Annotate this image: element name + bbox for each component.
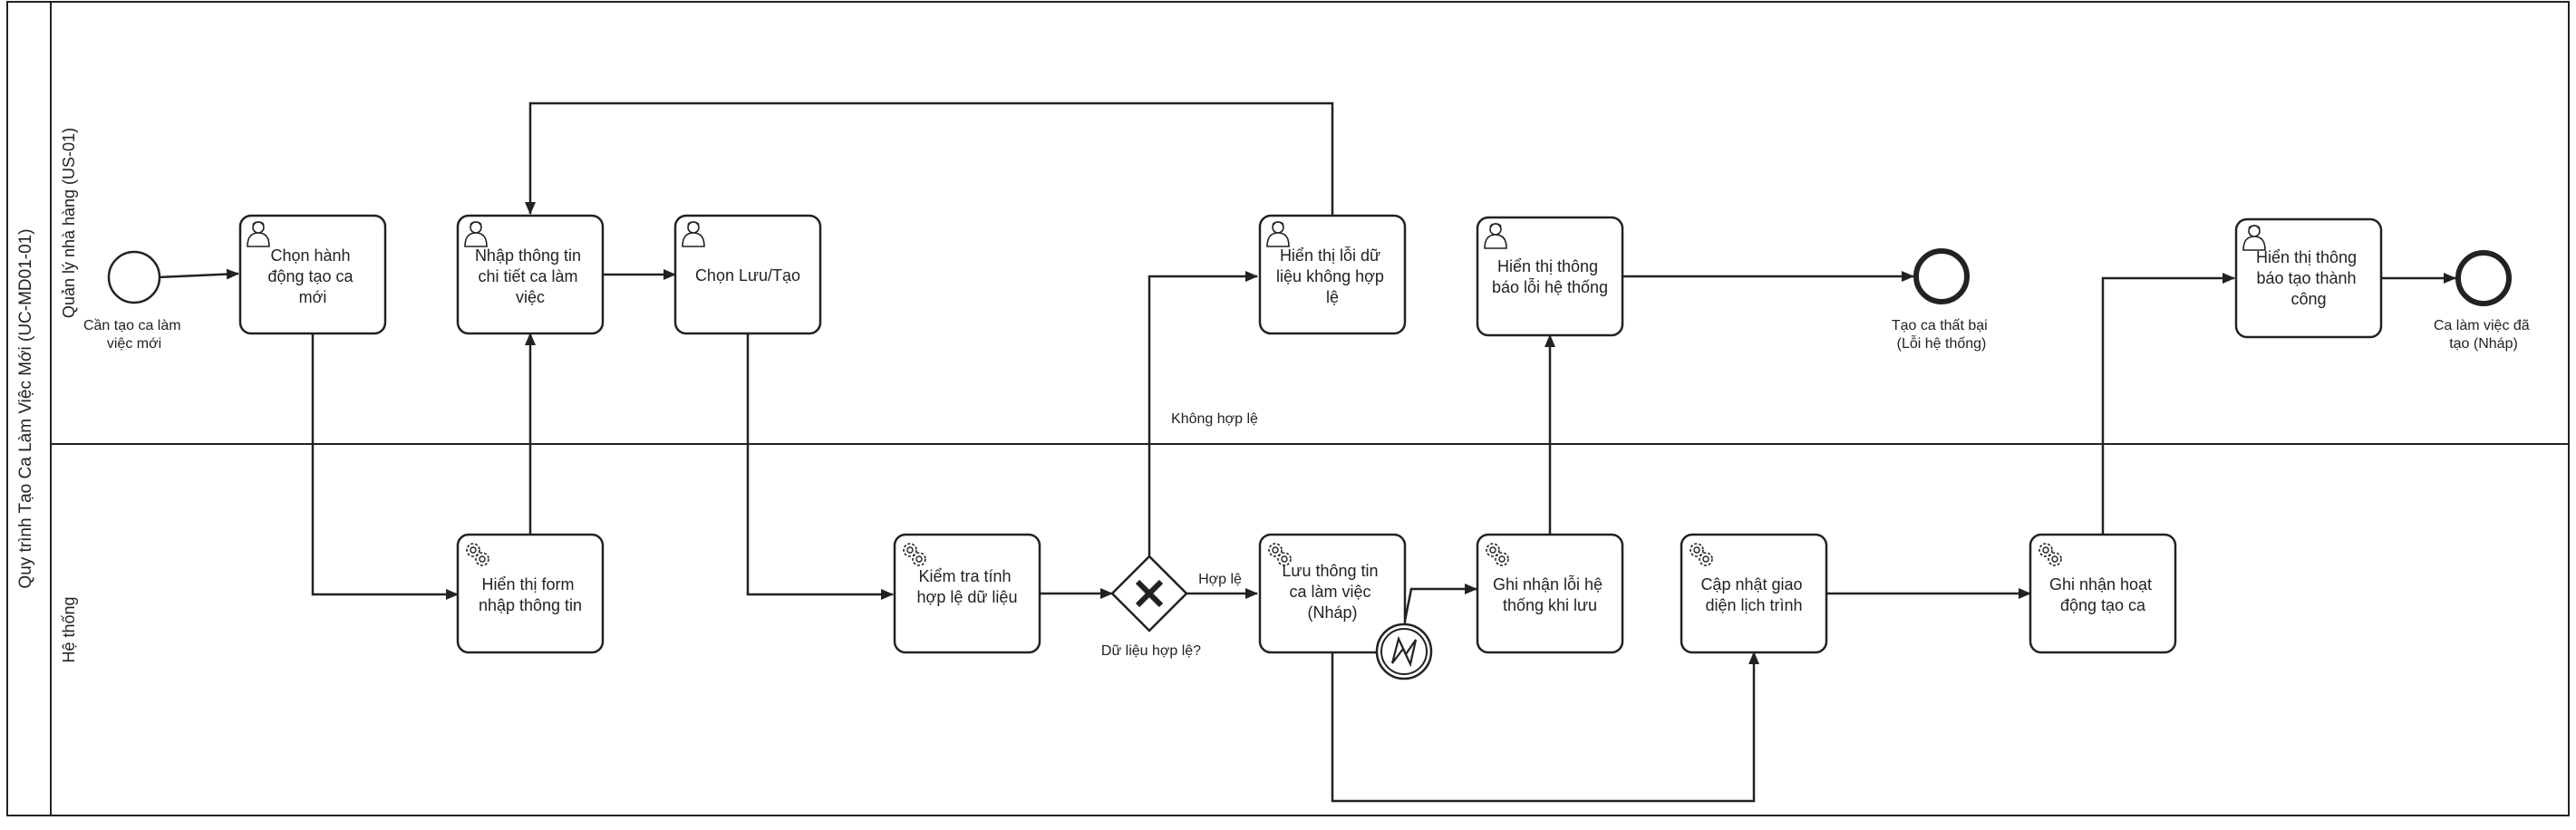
task-choose-save-label: Chọn Lưu/Tạo xyxy=(695,266,800,285)
flow-choose-save-to-validate xyxy=(746,333,894,600)
task-update-ui[interactable]: Cập nhật giao diện lịch trình xyxy=(1680,533,1828,654)
task-choose-create[interactable]: Chọn hành động tạo ca mới xyxy=(238,214,387,335)
task-enter-details-label: Nhập thông tin chi tiết ca làm việc xyxy=(475,246,586,306)
end-event-fail-label: Tạo ca thất bại (Lỗi hệ thống) xyxy=(1892,318,1991,352)
flow-label-valid: Hợp lệ xyxy=(1198,572,1242,587)
flow-gateway-invalid-to-show-invalid xyxy=(1148,271,1258,556)
end-event-success[interactable] xyxy=(2455,250,2512,306)
task-show-sys-error-label: Hiển thị thông báo lỗi hệ thống xyxy=(1492,257,1608,296)
flow-show-invalid-back-to-enter-details xyxy=(525,101,1334,217)
task-validate-label: Kiểm tra tính hợp lệ dữ liệu xyxy=(917,567,1018,606)
task-save-draft[interactable]: Lưu thông tin ca làm việc (Nháp) xyxy=(1258,533,1407,654)
lightning-icon xyxy=(1390,635,1418,668)
end-event-fail[interactable] xyxy=(1913,248,1970,304)
sequence-flows xyxy=(157,101,2456,803)
task-log-activity[interactable]: Ghi nhận hoạt động tạo ca xyxy=(2029,533,2177,654)
task-choose-save[interactable]: Chọn Lưu/Tạo xyxy=(673,214,822,335)
task-save-draft-label: Lưu thông tin ca làm việc (Nháp) xyxy=(1282,562,1382,622)
start-event-label: Cần tạo ca làm việc mới xyxy=(83,318,185,352)
gateway-label: Dữ liệu hợp lệ? xyxy=(1101,643,1201,659)
task-validate[interactable]: Kiểm tra tính hợp lệ dữ liệu xyxy=(893,533,1041,654)
flow-start-to-choose-create xyxy=(157,268,239,280)
task-log-error-label: Ghi nhận lỗi hệ thống khi lưu xyxy=(1493,574,1607,614)
task-log-activity-label: Ghi nhận hoạt động tạo ca xyxy=(2049,575,2156,614)
task-update-ui-label: Cập nhật giao diện lịch trình xyxy=(1700,575,1806,614)
pool-title: Quy trình Tạo Ca Làm Việc Mới (UC-MD01-0… xyxy=(16,228,35,588)
lane-title-system: Hệ thống xyxy=(60,596,78,662)
end-event-success-label: Ca làm việc đã tạo (Nháp) xyxy=(2434,318,2533,352)
start-event[interactable] xyxy=(107,250,161,304)
task-show-invalid[interactable]: Hiển thị lỗi dữ liệu không hợp lệ xyxy=(1258,214,1407,335)
flow-label-invalid: Không hợp lệ xyxy=(1171,411,1258,427)
task-show-sys-error[interactable]: Hiển thị thông báo lỗi hệ thống xyxy=(1476,216,1624,337)
task-show-success-label: Hiển thị thông báo tạo thành công xyxy=(2256,248,2361,308)
task-show-form[interactable]: Hiển thị form nhập thông tin xyxy=(456,533,605,654)
pool-border xyxy=(6,1,2570,816)
task-show-invalid-label: Hiển thị lỗi dữ liệu không hợp lệ xyxy=(1276,246,1389,306)
task-log-error[interactable]: Ghi nhận lỗi hệ thống khi lưu xyxy=(1476,533,1624,654)
exclusive-gateway[interactable] xyxy=(1110,555,1188,632)
task-enter-details[interactable]: Nhập thông tin chi tiết ca làm việc xyxy=(456,214,605,335)
lane-title-manager: Quản lý nhà hàng (US-01) xyxy=(60,128,78,318)
boundary-error-event[interactable] xyxy=(1375,622,1433,680)
flow-log-activity-to-show-success xyxy=(2101,273,2235,535)
task-show-form-label: Hiển thị form nhập thông tin xyxy=(479,575,582,614)
task-show-success[interactable]: Hiển thị thông báo tạo thành công xyxy=(2234,217,2383,339)
flow-save-to-update-ui xyxy=(1331,651,1759,803)
exclusive-x-icon xyxy=(1135,579,1164,608)
task-choose-create-label: Chọn hành động tạo ca mới xyxy=(267,246,357,306)
flow-error-to-log-error xyxy=(1402,584,1477,626)
flow-choose-create-to-show-form xyxy=(311,333,459,600)
